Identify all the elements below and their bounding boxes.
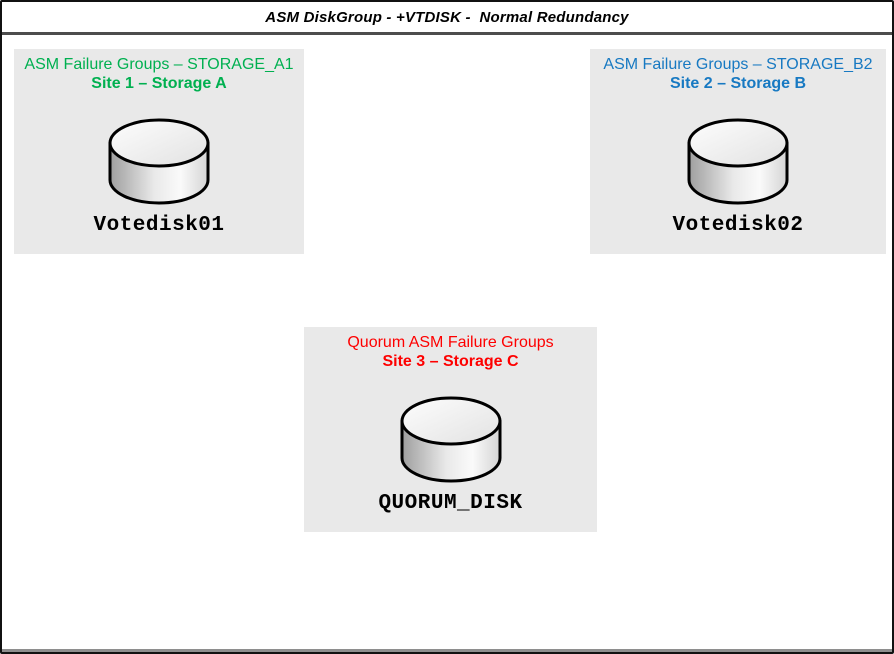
quorum-failure-group-storage-c: Quorum ASM Failure Groups Site 3 – Stora… [304,327,597,532]
group-b-site-label: Site 2 – Storage B [669,75,807,92]
diagram-title: ASM DiskGroup - +VTDISK - Normal Redunda… [265,8,629,26]
diagram-title-bar: ASM DiskGroup - +VTDISK - Normal Redunda… [2,2,892,35]
failure-group-storage-a: ASM Failure Groups – STORAGE_A1 Site 1 –… [14,49,304,254]
disk-name-votedisk02: Votedisk02 [672,214,804,237]
disk-name-votedisk01: Votedisk01 [93,214,225,237]
disk-cylinder-icon [400,396,501,483]
disk-cylinder-icon [687,118,789,205]
disk-name-quorum-disk: QUORUM_DISK [378,492,523,515]
group-b-heading: ASM Failure Groups – STORAGE_B2 [603,56,873,73]
disk-cylinder-icon [108,118,210,205]
group-c-heading: Quorum ASM Failure Groups [347,334,554,351]
group-a-heading: ASM Failure Groups – STORAGE_A1 [24,56,294,73]
group-a-site-label: Site 1 – Storage A [91,75,227,92]
group-c-site-label: Site 3 – Storage C [382,353,519,370]
failure-group-storage-b: ASM Failure Groups – STORAGE_B2 Site 2 –… [590,49,886,254]
